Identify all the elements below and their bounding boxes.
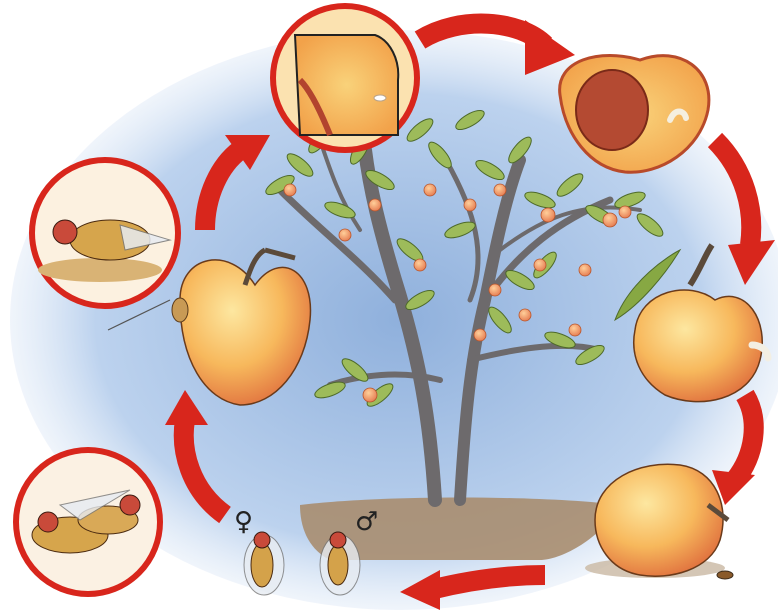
zoom-circle-mating bbox=[16, 450, 160, 594]
male-symbol: ♂ bbox=[355, 507, 378, 537]
egg-icon bbox=[374, 95, 386, 101]
female-symbol: ♀ bbox=[234, 507, 253, 537]
small-fly-on-peach-icon bbox=[172, 298, 188, 322]
pupa-icon bbox=[717, 571, 733, 579]
zoom-circle-egg bbox=[273, 6, 417, 150]
peach-pit bbox=[576, 70, 648, 150]
zoom-circle-egg-laying-fly bbox=[32, 160, 178, 306]
